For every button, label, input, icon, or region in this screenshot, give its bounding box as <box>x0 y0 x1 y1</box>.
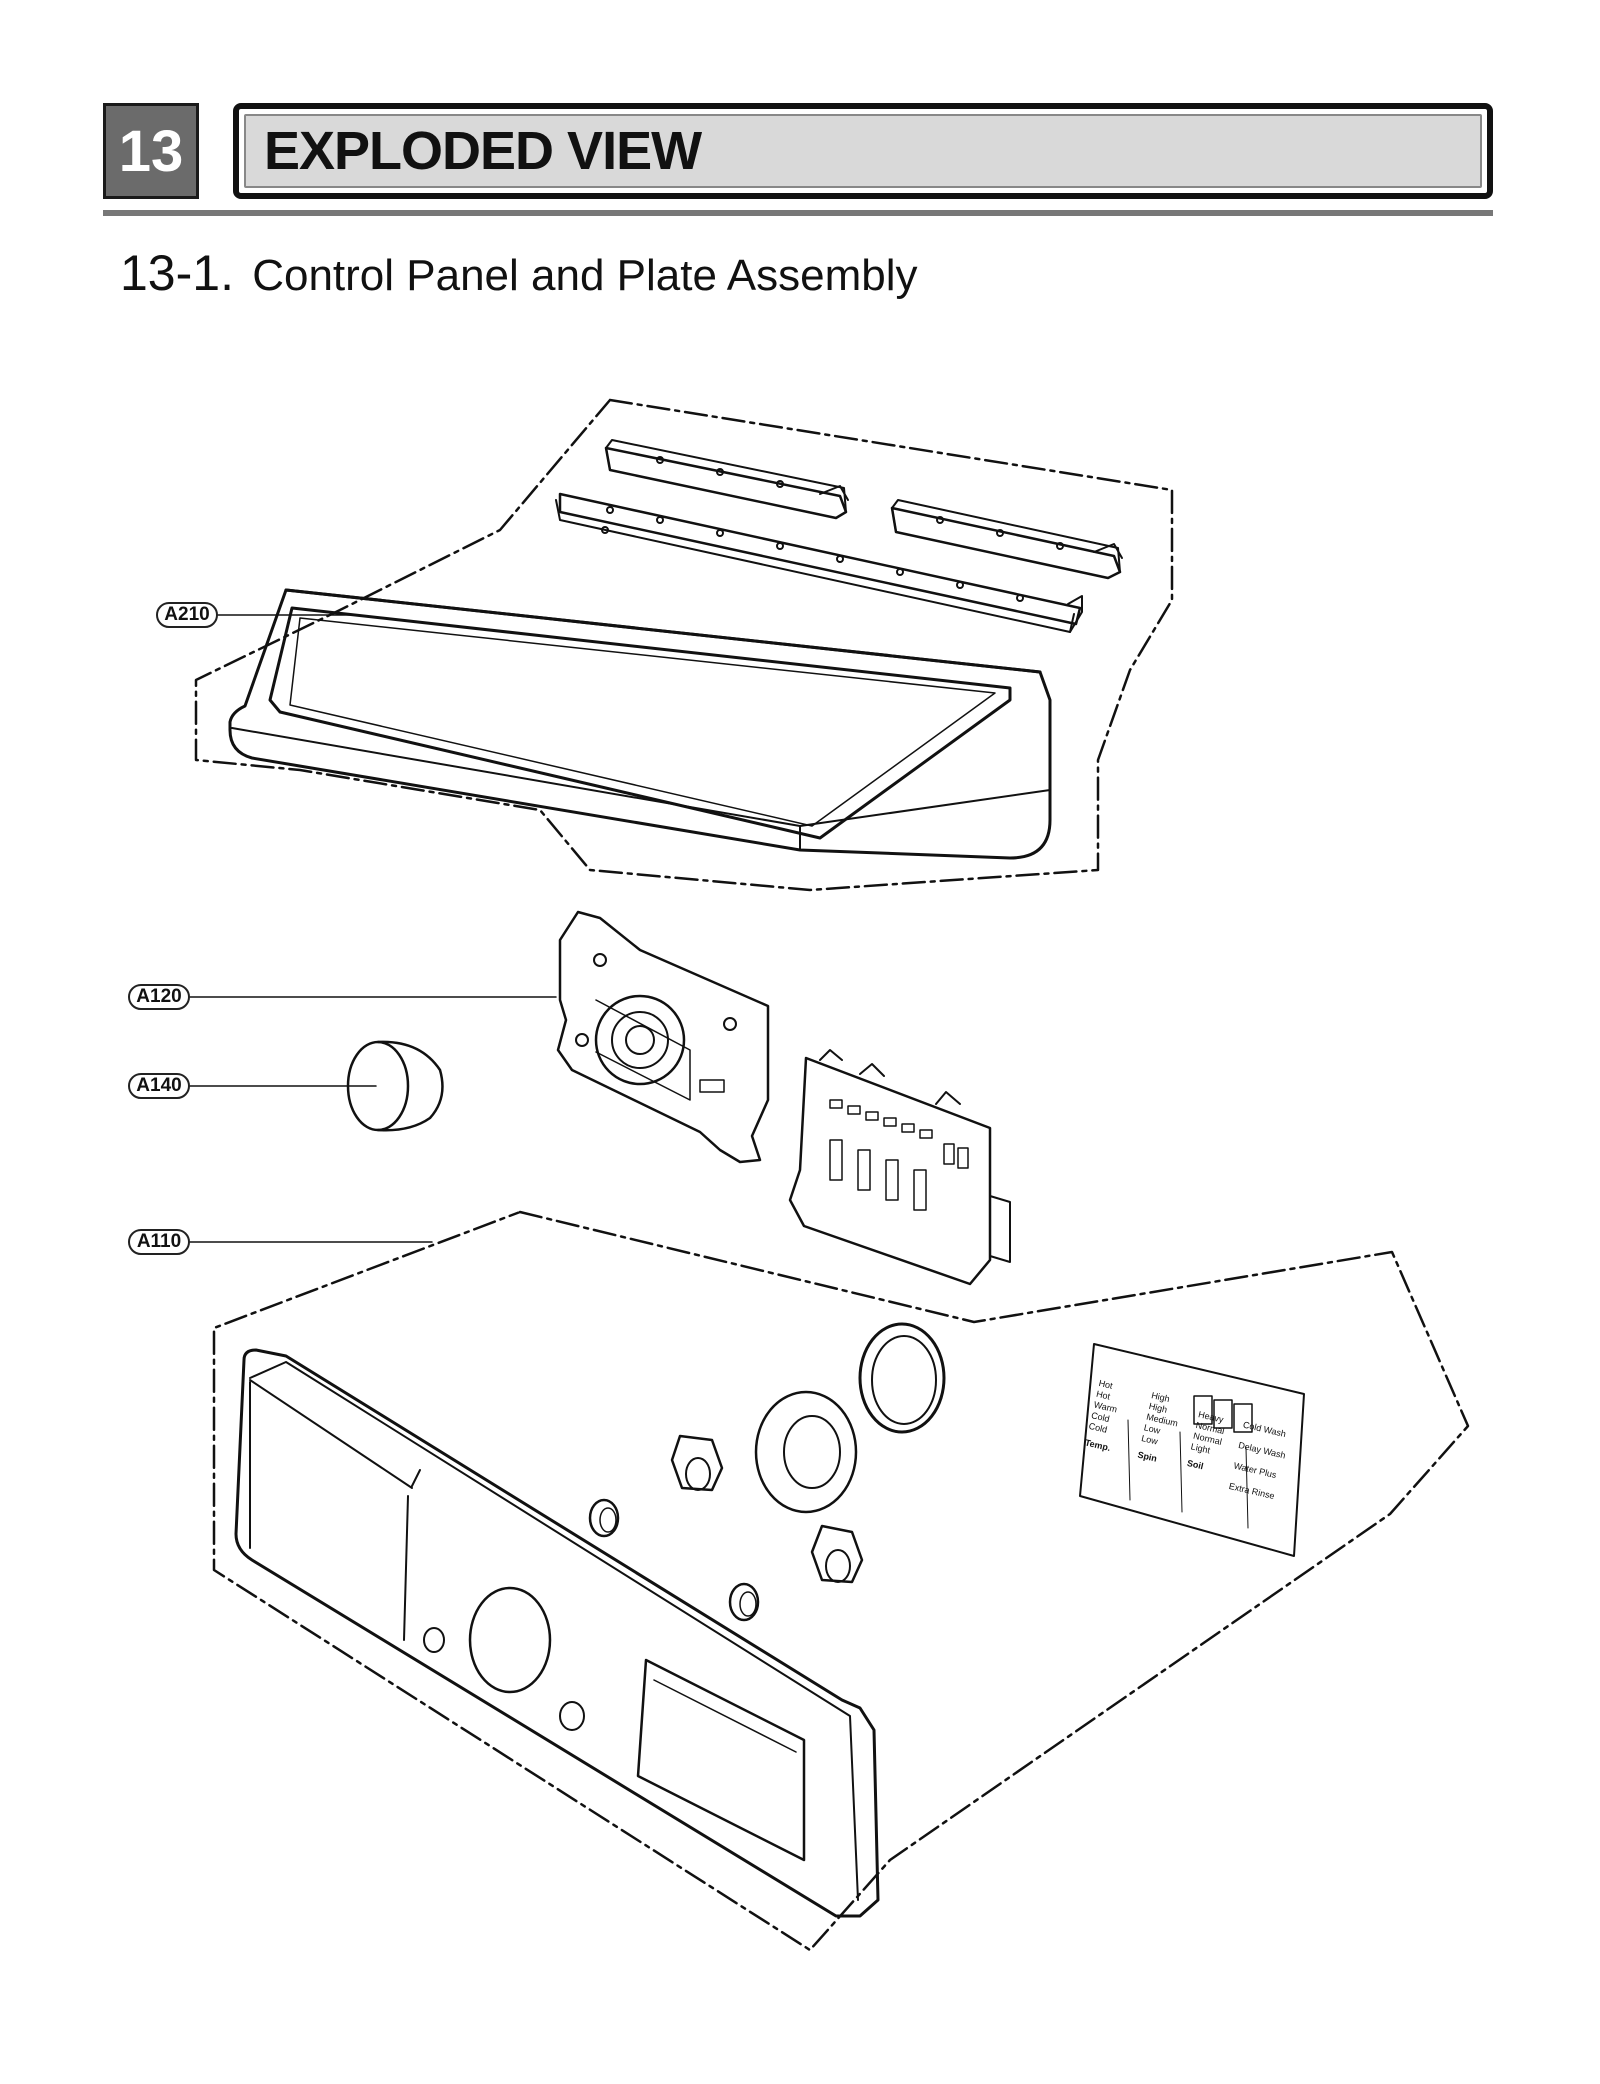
led-holder-left <box>588 1498 620 1538</box>
top-plate <box>228 588 1052 860</box>
callout-a140: A140 <box>128 1073 190 1099</box>
chapter-number: 13 <box>118 118 184 184</box>
panel-assembly-boundary <box>212 1210 1470 1952</box>
title-rule <box>103 210 1493 216</box>
callout-a210: A210 <box>156 602 218 628</box>
bezel-ring <box>858 1322 946 1434</box>
knob-label-temp: Temp. <box>1084 1437 1112 1453</box>
knob-label-soil: Soil <box>1186 1457 1205 1472</box>
encoder-left <box>670 1434 724 1492</box>
callout-a120: A120 <box>128 984 190 1010</box>
option-cold-wash: Cold Wash <box>1242 1419 1287 1440</box>
hinge-cover-left <box>604 439 849 520</box>
encoder-right <box>810 1524 864 1584</box>
display-overlay <box>1079 1343 1305 1557</box>
section-heading: 13-1. Control Panel and Plate Assembly <box>120 244 917 302</box>
knob-ring <box>754 1390 858 1514</box>
option-delay-wash: Delay Wash <box>1237 1439 1287 1461</box>
chapter-number-box: 13 <box>103 103 199 199</box>
chapter-title: EXPLODED VIEW <box>244 114 1482 188</box>
pcb-board <box>788 1049 1011 1286</box>
option-water-plus: Water Plus <box>1232 1460 1278 1481</box>
hinge-cover-right <box>890 499 1123 580</box>
section-number: 13-1. <box>120 245 234 301</box>
option-extra-rinse: Extra Rinse <box>1227 1480 1276 1502</box>
knob-bracket <box>556 910 770 1164</box>
led-holder-right <box>728 1582 760 1622</box>
control-panel-fascia <box>234 1348 880 1918</box>
chapter-title-box: EXPLODED VIEW <box>233 103 1493 199</box>
top-assembly-boundary <box>194 398 1174 892</box>
control-knob <box>346 1040 444 1132</box>
callout-a110: A110 <box>128 1229 190 1255</box>
section-title: Control Panel and Plate Assembly <box>252 251 918 300</box>
knob-label-spin: Spin <box>1136 1449 1158 1464</box>
rear-bracket-rail <box>555 492 1083 633</box>
